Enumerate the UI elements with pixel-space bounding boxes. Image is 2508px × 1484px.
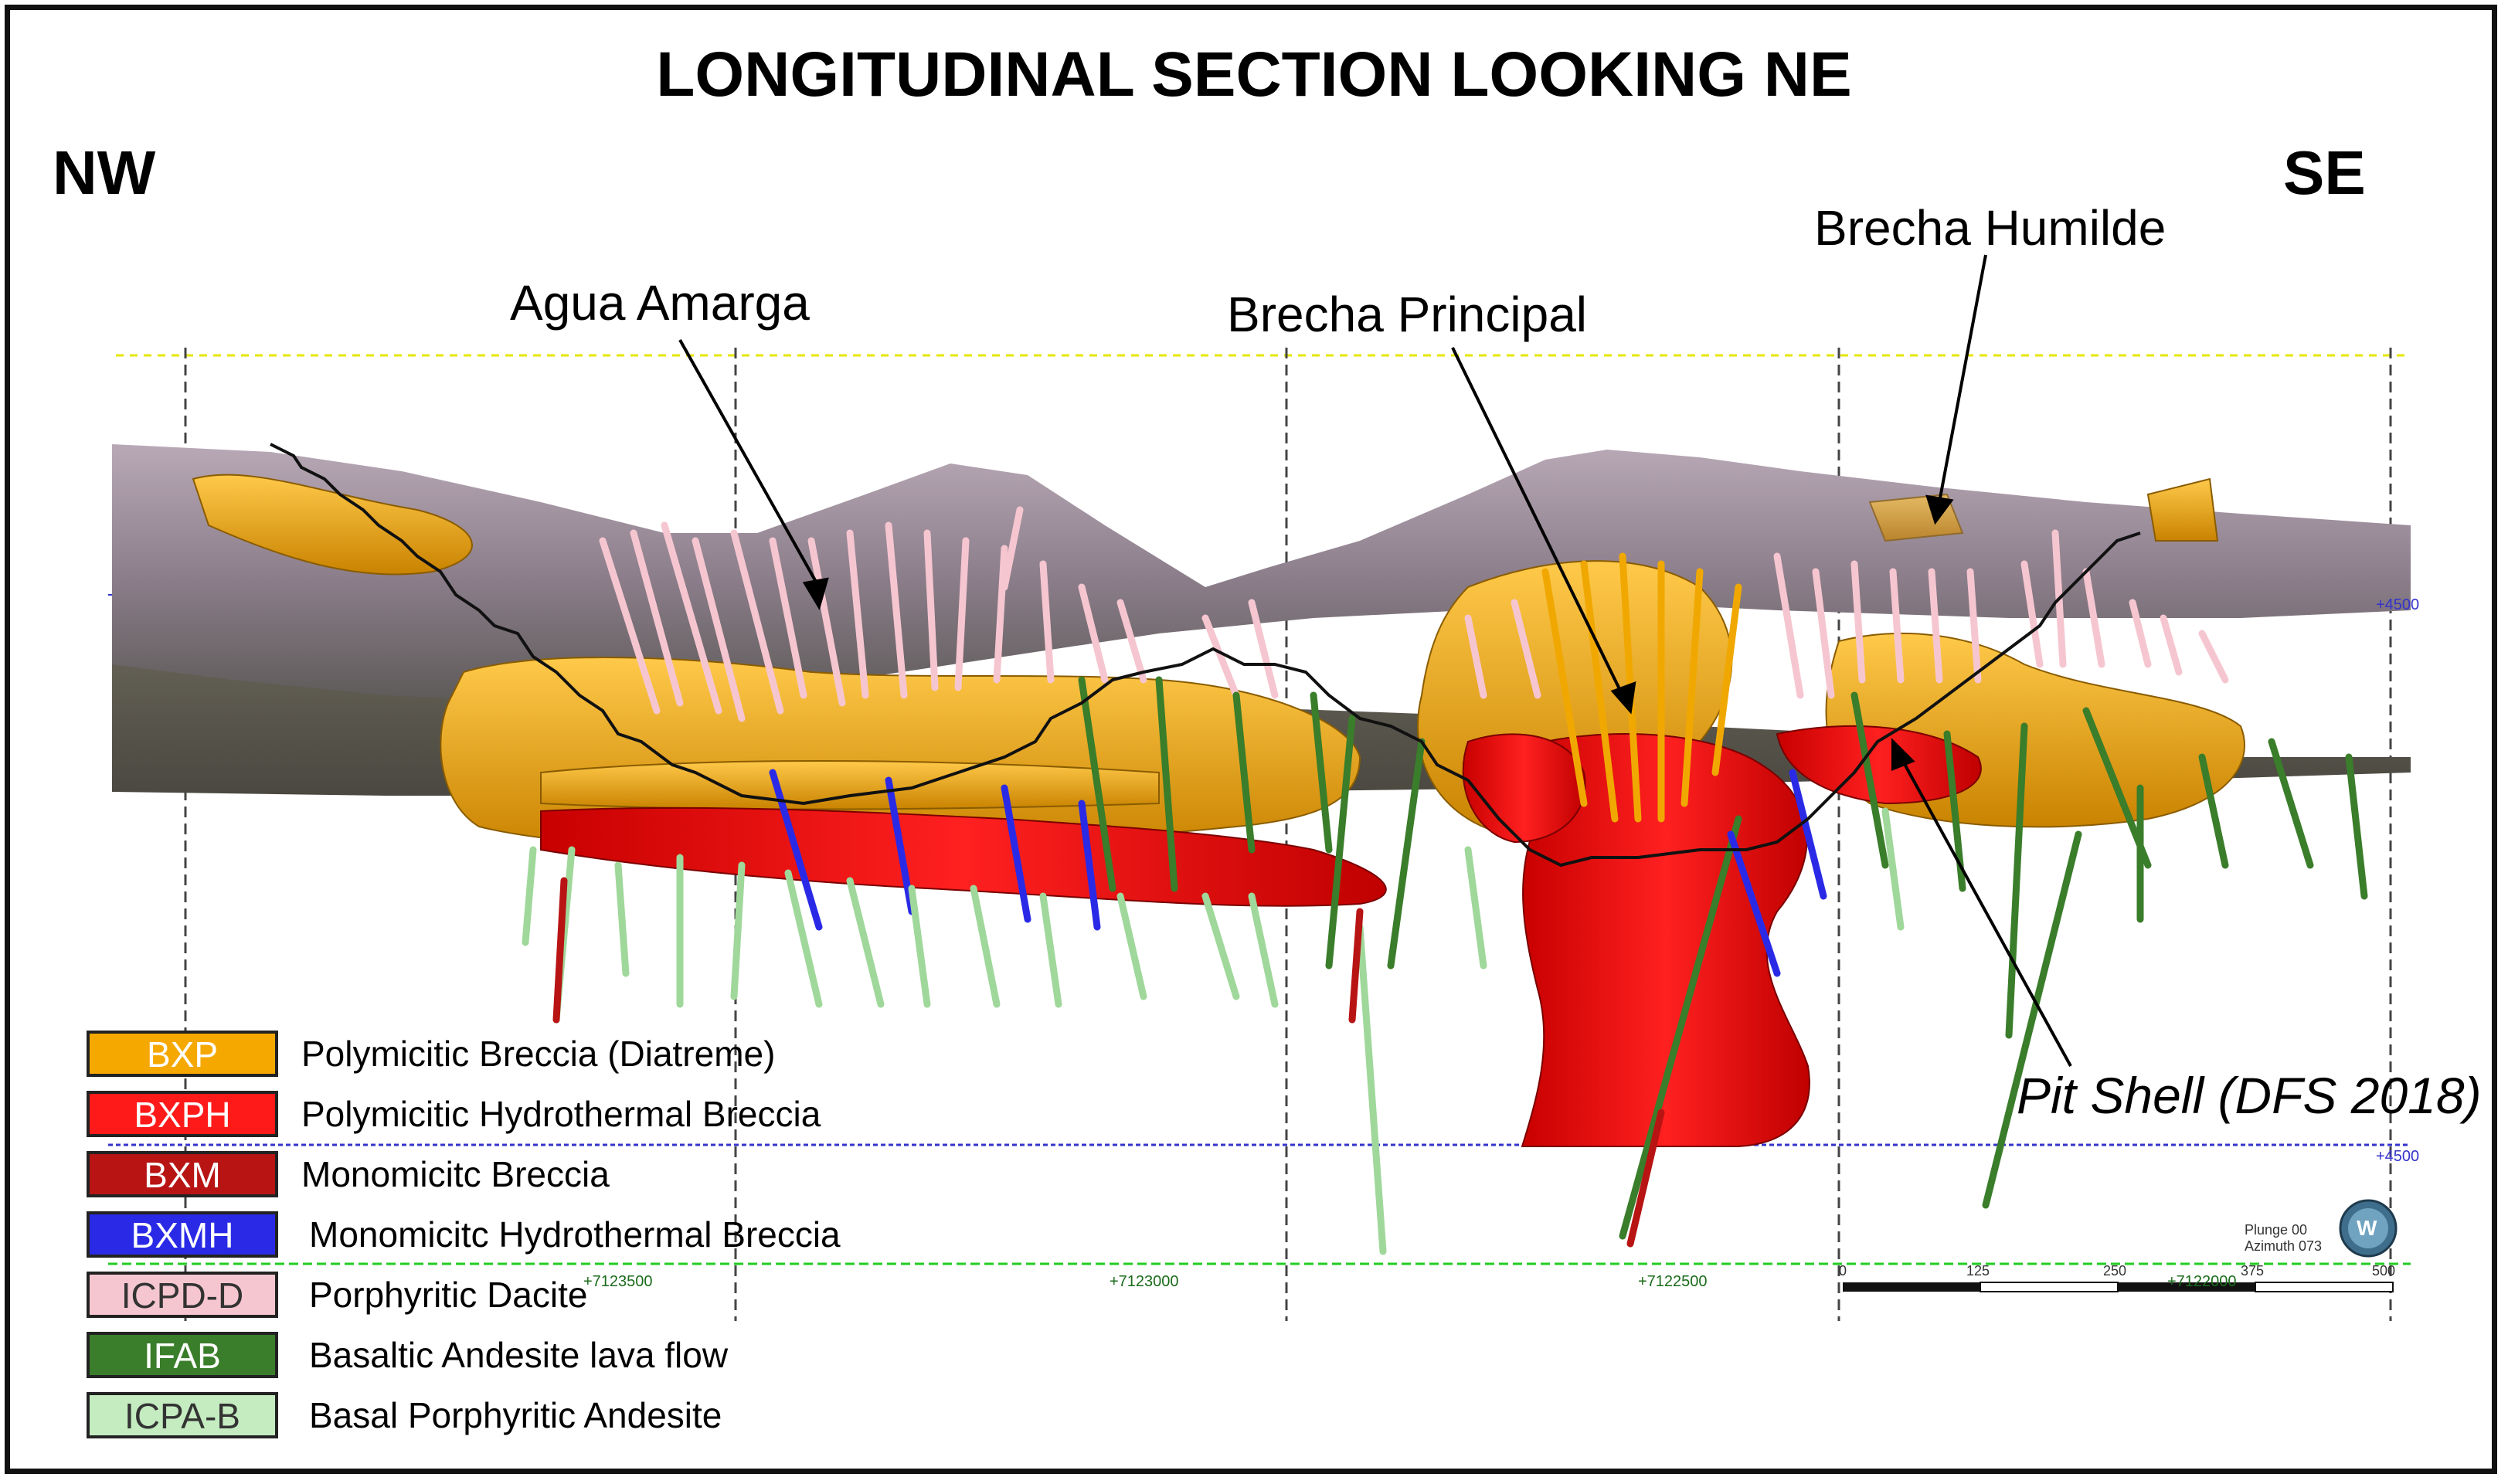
callout-arrows [678,254,2072,1067]
callout-brecha-principal: Brecha Principal [1227,287,1587,342]
scale-tick: 500 [2372,1263,2396,1279]
callout-agua-amarga: Agua Amarga [510,275,810,331]
legend-label: Basaltic Andesite lava flow [309,1335,729,1375]
drill-holes [522,506,2368,1255]
direction-se: SE [2283,138,2366,207]
direction-nw: NW [53,138,156,207]
plunge-info: Plunge 00 [2245,1222,2308,1238]
scale-tick: 0 [1839,1263,1847,1279]
legend-swatch: BXM [87,1151,278,1197]
scale-tick: 250 [2103,1263,2127,1279]
legend-label: Monomicitc Hydrothermal Breccia [309,1214,841,1255]
northing-label: +7122000 [2167,1273,2237,1290]
northing-label: +7122500 [1638,1273,1708,1290]
topographic-surface [112,444,2411,703]
legend-swatch: ICPA-B [87,1392,278,1438]
elevation-label-upper: +4500 [2376,596,2420,613]
scale-tick: 125 [1966,1263,1990,1279]
legend-swatch: BXPH [87,1091,278,1137]
orientation-logo [2339,1199,2398,1258]
callout-pit-shell: Pit Shell (DFS 2018) [2017,1067,2482,1124]
bxph-bodies [540,725,1982,1147]
callout-brecha-humilde: Brecha Humilde [1814,200,2166,256]
legend-swatch: BXP [87,1031,278,1077]
logo-letter: W [2357,1216,2377,1240]
scale-bar [1843,1282,2394,1292]
figure-title: LONGITUDINAL SECTION LOOKING NE [656,39,1852,110]
legend-swatch: IFAB [87,1332,278,1378]
legend-label: Basal Porphyritic Andesite [309,1395,722,1435]
pit-shell-outline [270,443,2141,868]
scale-tick: 375 [2241,1263,2265,1279]
legend-label: Monomicitc Breccia [301,1154,610,1194]
legend-swatch: ICPD-D [87,1272,278,1318]
legend-label: Polymicitic Breccia (Diatreme) [301,1034,776,1074]
northing-label: +7123500 [583,1273,653,1290]
northing-label: +7123000 [1110,1273,1179,1290]
elevation-label: +4500 [2376,1148,2420,1165]
azimuth-info: Azimuth 073 [2245,1238,2323,1254]
legend-swatch: BXMH [87,1211,278,1258]
legend-label: Polymicitic Hydrothermal Breccia [301,1094,821,1134]
legend-label: Porphyritic Dacite [309,1275,588,1315]
